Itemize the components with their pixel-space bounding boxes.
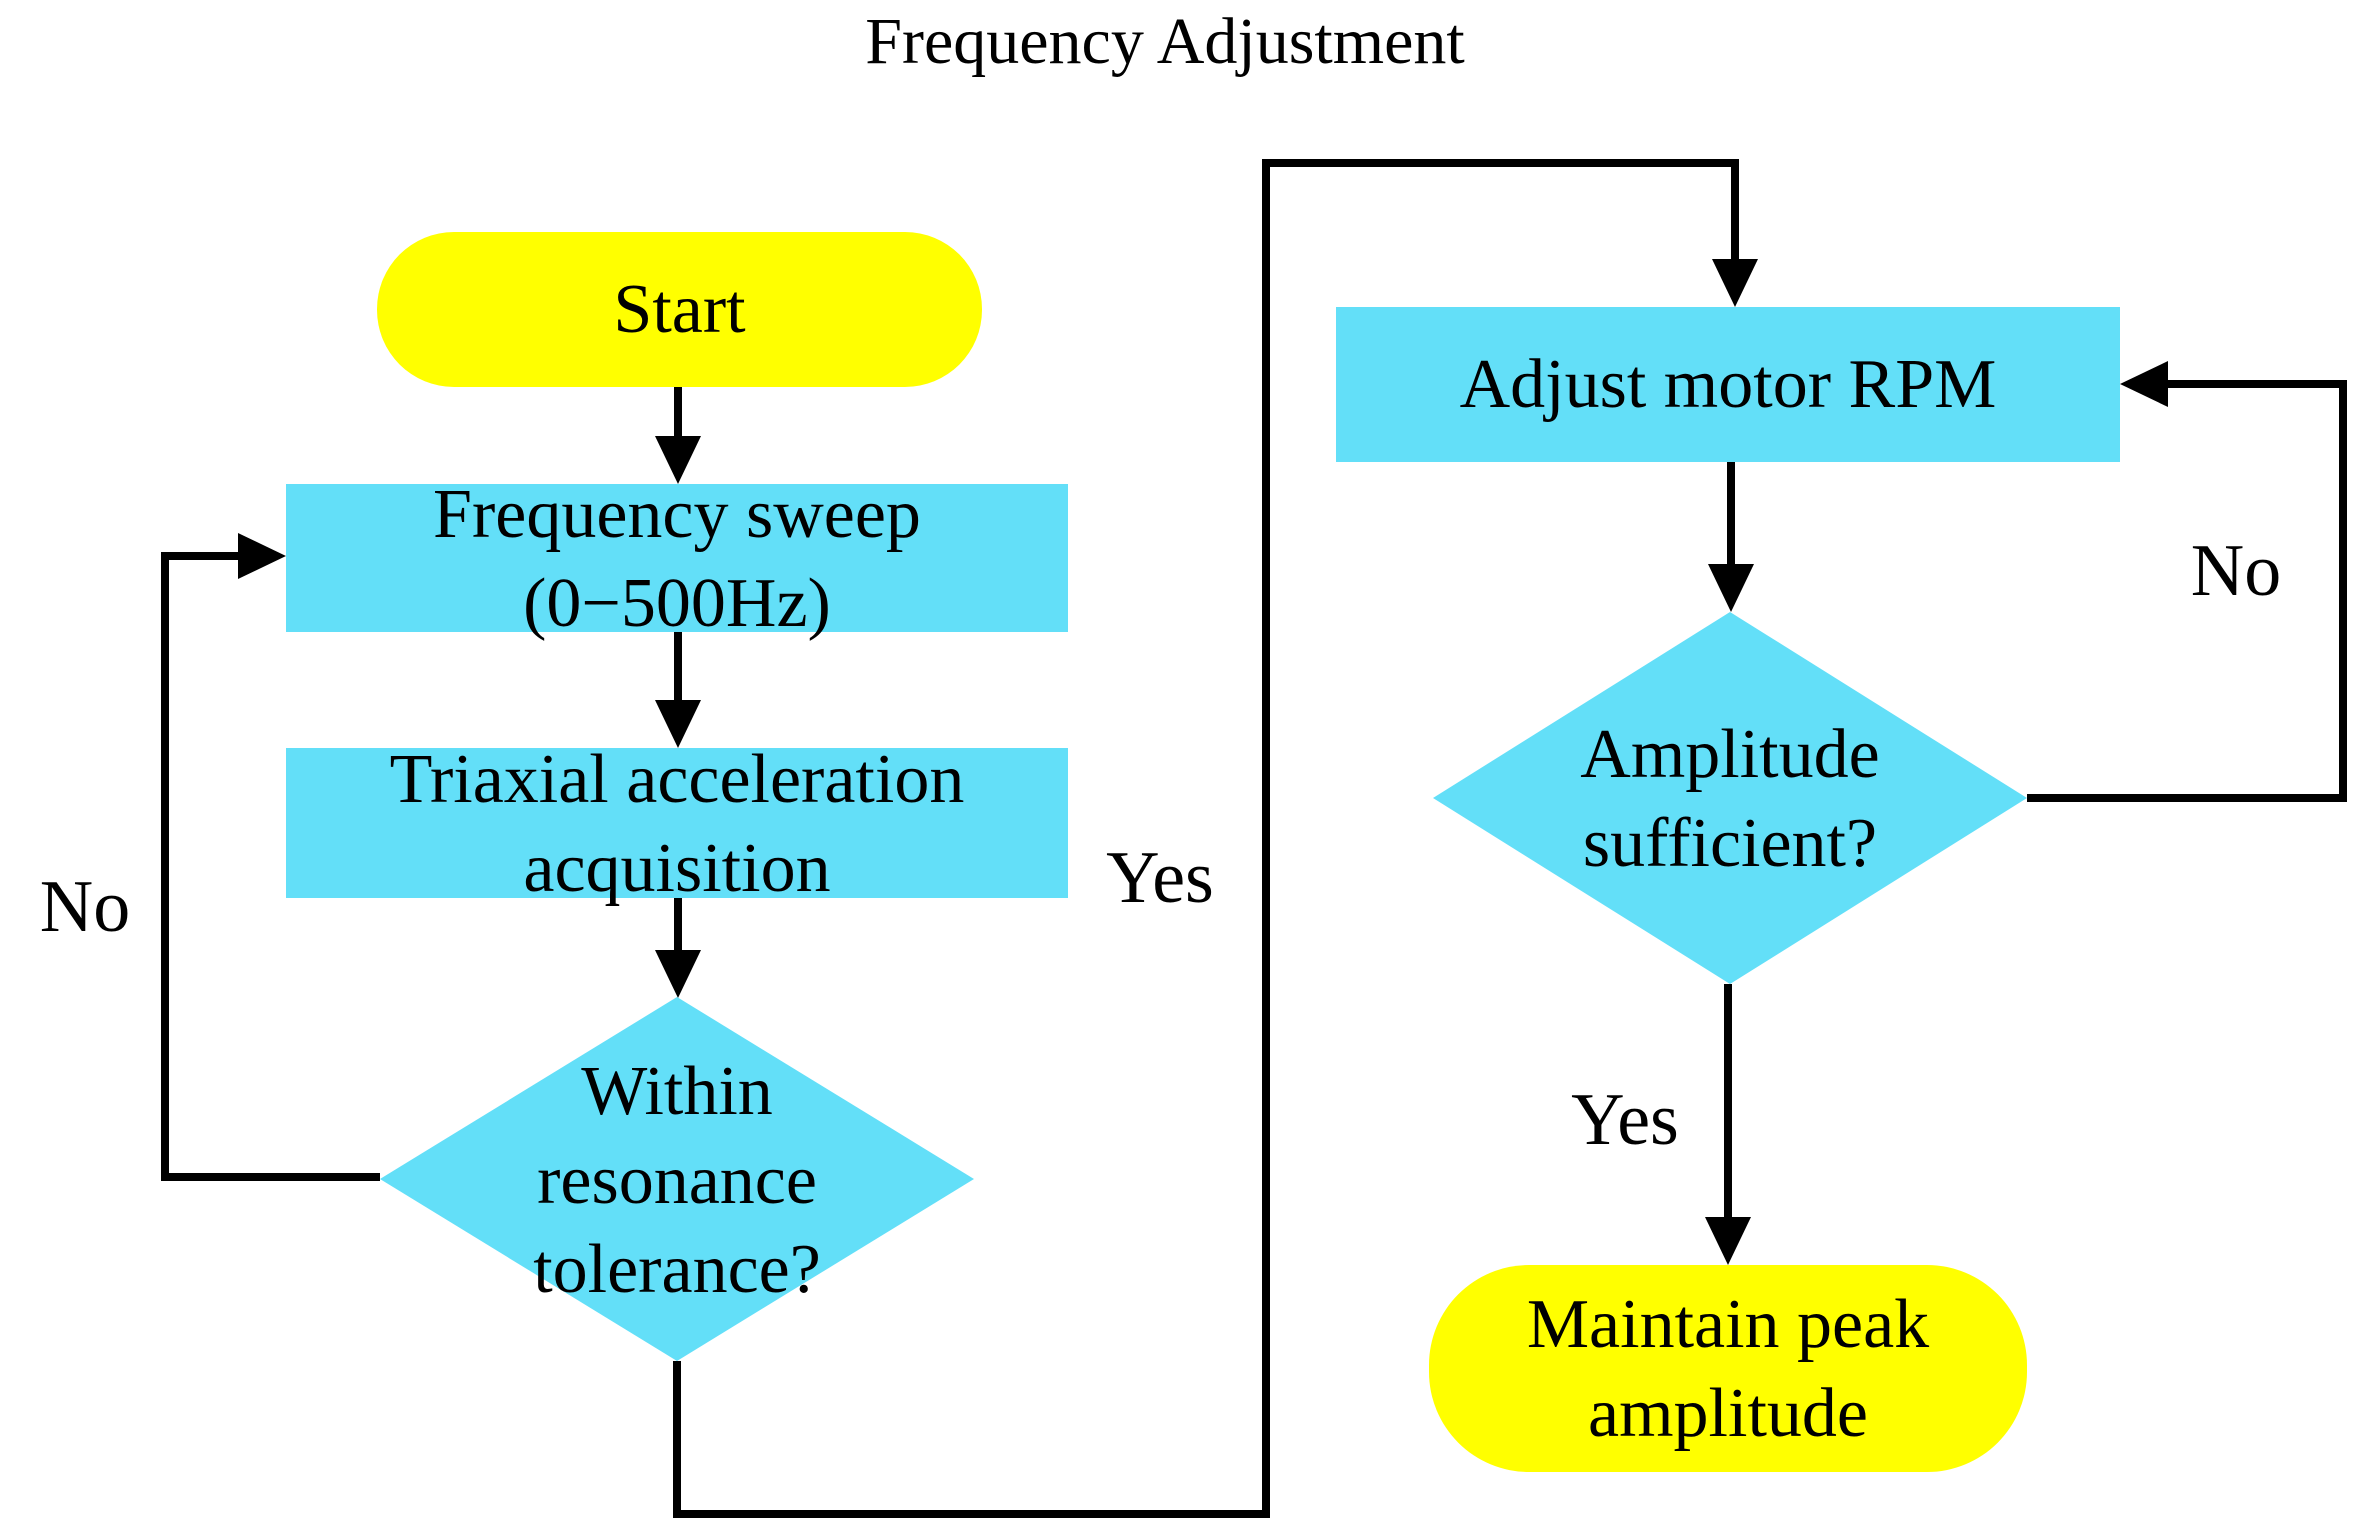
arrowhead-freq-sweep-to-triaxial <box>655 700 701 748</box>
arrowhead-start-to-freq-sweep <box>655 436 701 484</box>
maintain-peak-amplitude-terminal-node <box>1429 1265 2027 1472</box>
amplitude-sufficient-decision-diamond <box>1433 612 2027 984</box>
edge-resonance-no-loop <box>161 552 380 1181</box>
edges <box>161 159 2347 1518</box>
edge-amplitude-no-loop <box>2027 380 2347 802</box>
arrowhead-resonance-no-loop <box>238 533 286 579</box>
arrowhead-triaxial-to-resonance <box>655 950 701 998</box>
arrowhead-resonance-yes-path <box>1712 259 1758 307</box>
arrowhead-amplitude-yes-to-maintain <box>1705 1217 1751 1265</box>
triaxial-acquisition-process-node <box>286 748 1068 898</box>
edge-resonance-yes-path <box>673 159 1739 1518</box>
frequency-sweep-process-node <box>286 484 1068 632</box>
start-terminal-node <box>377 232 982 387</box>
adjust-motor-rpm-process-node <box>1336 307 2120 462</box>
arrowhead-adjust-rpm-to-amplitude <box>1708 564 1754 612</box>
resonance-tolerance-decision-diamond <box>380 997 974 1361</box>
arrowhead-amplitude-no-loop <box>2120 361 2168 407</box>
